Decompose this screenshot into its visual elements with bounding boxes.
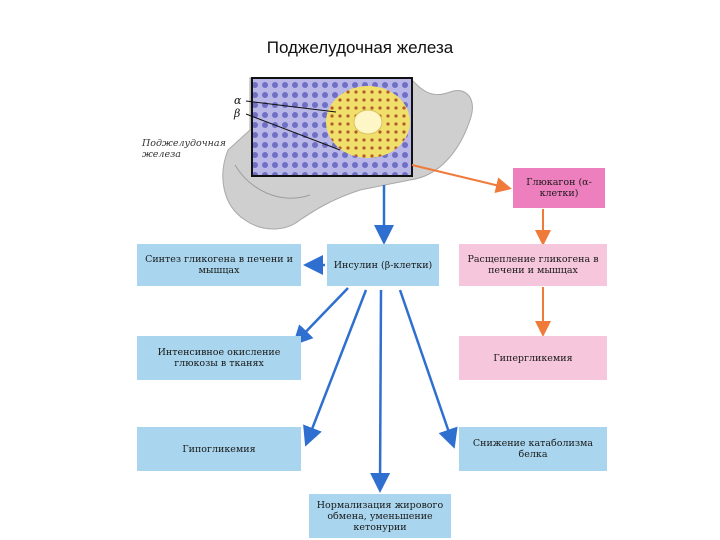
glycogen-synthesis-box: Синтез гликогена в печени и мышцах (137, 244, 301, 286)
glucagon-box: Глюкагон (α-клетки) (513, 168, 605, 208)
hypoglycemia-box: Гипогликемия (137, 427, 301, 471)
glucose-oxidation-box: Интенсивное окисление глюкозы в тканях (137, 336, 301, 380)
insulin-box: Инсулин (β-клетки) (327, 244, 439, 286)
arrow-insulin-to-oxidation (292, 287, 349, 346)
beta-cell-label: β (234, 107, 241, 120)
fat-metabolism-box: Нормализация жирового обмена, уменьшение… (309, 494, 451, 538)
arrow-insulin-to-protein (398, 289, 458, 449)
arrow-insulin-to-fat (370, 289, 391, 493)
protein-catabolism-box: Снижение катаболизма белка (459, 427, 607, 471)
organ-caption: Поджелудочная железа (142, 138, 226, 160)
arrow-insulin-to-hypoglycemia (303, 289, 368, 447)
arrow-pancreas-to-glucagon (411, 164, 512, 193)
glycogen-breakdown-box: Расщепление гликогена в печени и мышцах (459, 244, 607, 286)
page-title: Поджелудочная железа (266, 38, 454, 57)
hyperglycemia-box: Гипергликемия (459, 336, 607, 380)
alpha-cell-label: α (234, 94, 242, 107)
